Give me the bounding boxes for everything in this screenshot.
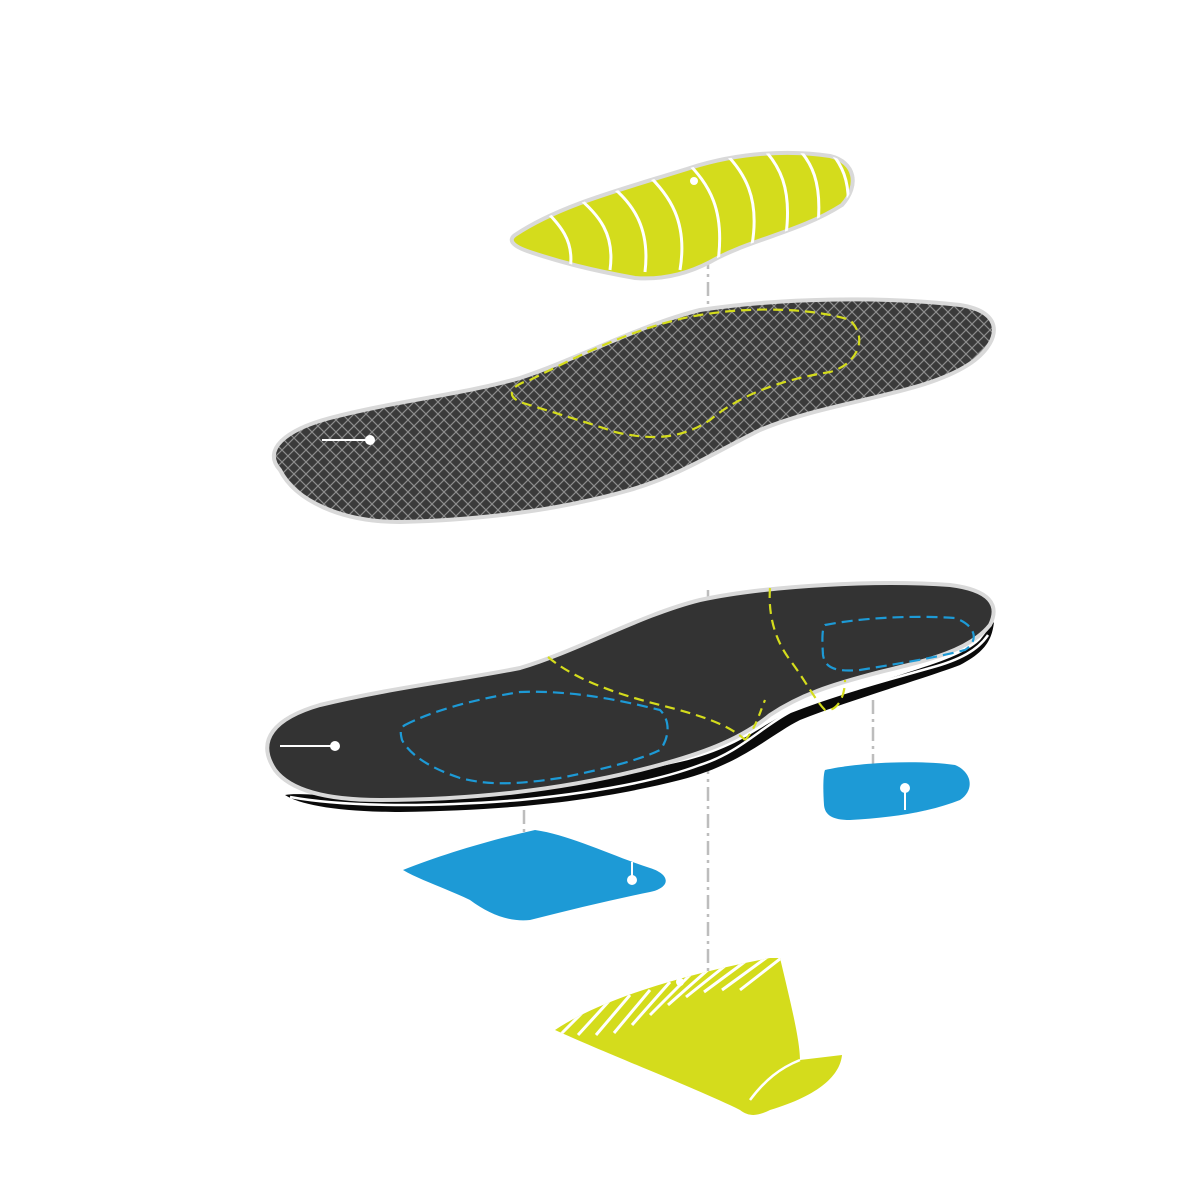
foam-base-arch-dashed-zone-lower	[744, 699, 767, 741]
heel-pad-marker	[900, 783, 910, 793]
top-cap-marker	[690, 177, 698, 185]
heel-pad-shape	[823, 762, 970, 820]
foam-base-top	[265, 581, 996, 803]
foam-base-marker	[330, 741, 340, 751]
top-cap-layer	[509, 150, 855, 281]
foam-base-heel-dashed-zone	[821, 615, 975, 672]
heel-cup-marker	[676, 978, 684, 986]
foam-base-forefoot-dashed-zone	[399, 690, 669, 785]
forefoot-pad-shape	[403, 830, 666, 921]
heel-cup-fold-line	[749, 1058, 801, 1101]
foam-base-side	[285, 622, 994, 812]
forefoot-pad-marker	[627, 875, 637, 885]
heel-cup-shape	[555, 958, 842, 1115]
foam-base-white-seam	[289, 634, 990, 807]
foam-base-layer	[265, 581, 996, 812]
mesh-sheet-marker	[365, 435, 375, 445]
top-cap-outline	[509, 150, 855, 281]
heel-pad-layer	[823, 762, 970, 820]
mesh-top-sheet-layer	[272, 297, 996, 525]
mesh-sheet-outline	[272, 297, 996, 525]
heel-cup-layer	[555, 958, 842, 1115]
forefoot-pad-layer	[403, 830, 666, 921]
heel-cup-stripes	[558, 958, 786, 1037]
mesh-sheet-dashed-zone	[510, 308, 861, 439]
foam-base-arch-dashed-zone	[547, 587, 847, 741]
